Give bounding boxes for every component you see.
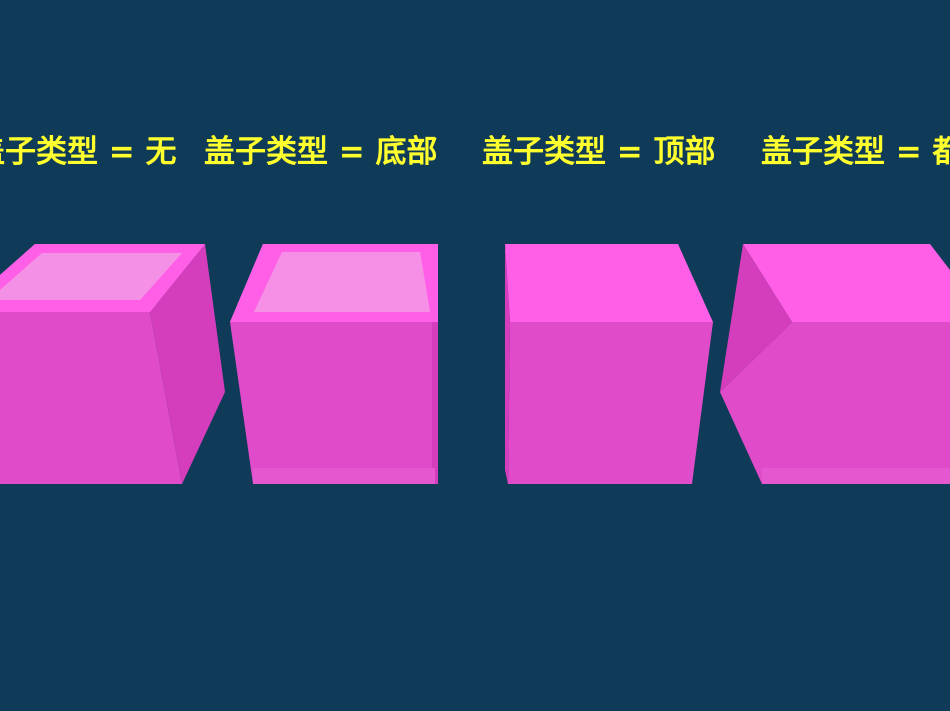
closed-top-box-top-cap xyxy=(505,244,713,484)
box-top-face xyxy=(505,244,713,322)
box-side-face xyxy=(150,244,225,484)
cap-type-label-row: 盖子类型 = 无 盖子类型 = 底部 盖子类型 = 顶部 盖子类型 = 都有 xyxy=(0,128,950,176)
box-inner-shade xyxy=(0,253,182,300)
box-front-face xyxy=(508,322,713,484)
box-front-face xyxy=(230,322,432,484)
box-top-face xyxy=(743,244,950,322)
box-inner-shade xyxy=(254,252,430,312)
box-front-face xyxy=(0,312,182,484)
box-side-face xyxy=(720,244,792,392)
cap-type-label-none: 盖子类型 = 无 xyxy=(0,134,177,170)
cap-type-label-both: 盖子类型 = 都有 xyxy=(761,134,950,170)
box-front-face xyxy=(720,322,950,484)
cap-type-label-top: 盖子类型 = 顶部 xyxy=(482,134,716,170)
box-side-face xyxy=(505,244,510,484)
box-rim xyxy=(0,244,205,312)
cap-type-label-bottom: 盖子类型 = 底部 xyxy=(204,134,438,170)
closed-box-both-caps xyxy=(720,244,950,484)
open-top-box-bottom-cap xyxy=(230,244,438,484)
open-box-no-caps xyxy=(0,244,225,484)
box-rim xyxy=(230,244,438,322)
box-bottom-cap-edge xyxy=(762,468,950,484)
box-bottom-cap-edge xyxy=(253,468,435,484)
